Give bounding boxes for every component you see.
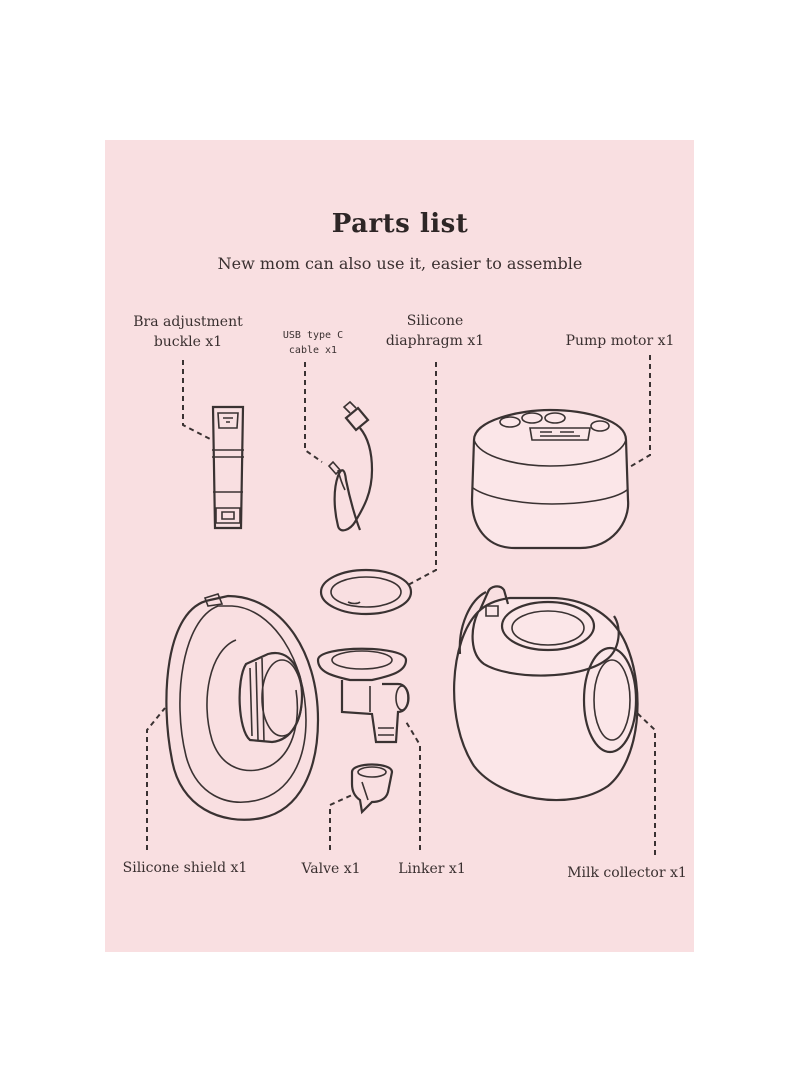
label-bra-buckle-line2: buckle x1 — [153, 334, 223, 351]
label-usb-line2: cable x1 — [288, 344, 338, 356]
leader-milk-collector — [635, 711, 656, 855]
linker-illustration — [316, 647, 410, 744]
page-title: Parts list — [331, 209, 469, 239]
label-linker: Linker x1 — [398, 861, 466, 877]
leader-linker — [404, 719, 421, 850]
label-shield: Silicone shield x1 — [122, 860, 248, 876]
label-bra-buckle: Bra adjustment buckle x1 — [118, 314, 258, 350]
silicone-shield-illustration — [165, 593, 320, 821]
label-diaphragm: Silicone diaphragm x1 — [360, 313, 510, 349]
pump-motor-illustration — [470, 408, 630, 550]
bra-buckle-illustration — [211, 405, 245, 530]
leader-valve — [329, 794, 353, 850]
usb-cable-illustration — [327, 400, 374, 532]
label-usb-line1: USB type C — [282, 330, 344, 341]
label-bra-buckle-line1: Bra adjustment — [133, 314, 243, 330]
leader-bra-buckle — [182, 360, 213, 441]
leader-usb — [304, 362, 323, 463]
label-pump-motor: Pump motor x1 — [565, 333, 675, 349]
label-diaphragm-line2: diaphragm x1 — [385, 333, 485, 350]
diaphragm-illustration — [319, 568, 413, 616]
valve-illustration — [350, 763, 394, 815]
leader-diaphragm — [407, 362, 437, 586]
leader-pump-motor — [627, 355, 651, 469]
page-subtitle: New mom can also use it, easier to assem… — [217, 254, 583, 273]
label-valve: Valve x1 — [301, 861, 361, 877]
label-milk-collector: Milk collector x1 — [567, 865, 687, 881]
label-usb-cable: USB type C cable x1 — [268, 330, 358, 356]
milk-collector-illustration — [453, 585, 639, 802]
label-diaphragm-line1: Silicone — [406, 313, 464, 329]
leader-shield — [146, 707, 166, 850]
